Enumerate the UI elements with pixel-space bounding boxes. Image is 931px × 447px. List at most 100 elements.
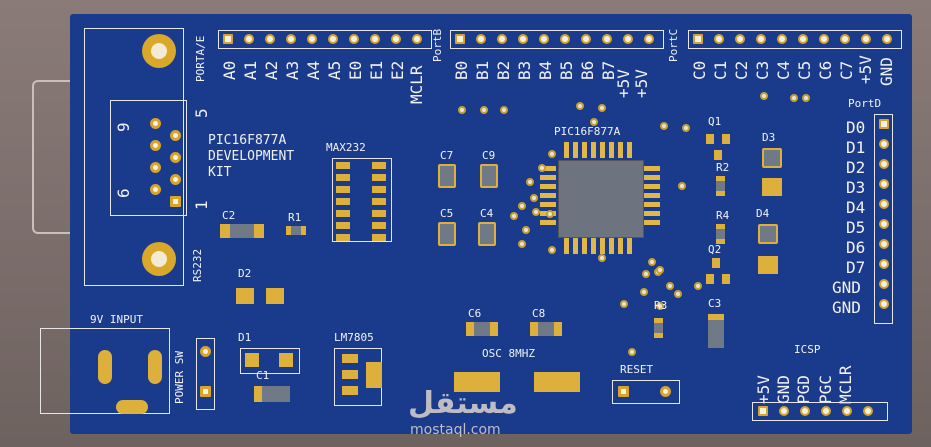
oscillator-pad-right — [534, 372, 580, 392]
c8-label: C8 — [532, 307, 546, 320]
icsp-pin-label: MCLR — [836, 365, 855, 404]
db9-pin — [170, 152, 181, 163]
power-switch-pin — [200, 386, 211, 397]
portb-pin-label: B6 — [578, 60, 597, 80]
c3-capacitor — [708, 314, 724, 348]
c5-label: C5 — [440, 207, 454, 220]
portb-pin-label: B5 — [557, 60, 576, 80]
icsp-pin-label: GND — [774, 375, 793, 404]
porta-pin-label: MCLR — [407, 65, 426, 104]
q1-label: Q1 — [708, 115, 722, 128]
db9-outline — [84, 28, 184, 286]
porta-pin-label: A3 — [283, 60, 302, 80]
porta-pin-label: E0 — [346, 60, 365, 80]
portc-pin-label: GND — [877, 57, 896, 86]
porta-pin-label: A0 — [220, 60, 239, 80]
c2-label: C2 — [222, 209, 236, 222]
mcu-label: PIC16F877A — [554, 125, 621, 138]
icsp-pin-label: +5V — [754, 375, 773, 404]
c1-capacitor — [254, 386, 290, 402]
db9-pin — [170, 130, 181, 141]
portb-header — [450, 30, 664, 49]
db9-mount-hole-top — [142, 34, 176, 68]
r4-resistor — [716, 224, 725, 244]
db9-mount-hole-bottom — [142, 242, 176, 276]
db9-label-1: 1 — [192, 200, 211, 210]
portb-pin-label: B1 — [473, 60, 492, 80]
icsp-label: ICSP — [794, 343, 821, 356]
portd-pin-label: GND — [832, 278, 861, 297]
db9-cable-outline — [32, 80, 94, 234]
portd-pin-label: D7 — [846, 258, 866, 277]
portd-name: PortD — [848, 97, 882, 110]
reset-label: RESET — [620, 363, 654, 376]
d4-label: D4 — [756, 207, 770, 220]
watermark-latin: mostaql.com — [410, 422, 501, 438]
c6-label: C6 — [468, 307, 482, 320]
portc-pin-label: C6 — [816, 60, 835, 80]
portd-header — [874, 114, 893, 324]
power-switch-pin — [200, 346, 211, 357]
db9-pin — [150, 118, 161, 129]
r1-resistor — [286, 226, 306, 235]
porta-name: PORTA/E — [194, 35, 207, 82]
c5-capacitor — [438, 222, 456, 246]
c7-capacitor — [438, 164, 456, 188]
portb-pin-label: B4 — [536, 60, 555, 80]
max232-label: MAX232 — [326, 141, 366, 154]
rs232-label: RS232 — [191, 248, 204, 282]
portc-pin-label: C7 — [837, 60, 856, 80]
portd-pin-label: D2 — [846, 158, 866, 177]
portb-pin-label: +5V — [632, 69, 651, 98]
portc-pin-label: C1 — [711, 60, 730, 80]
portc-pin-label: C2 — [732, 60, 751, 80]
db9-pin — [150, 140, 161, 151]
power-jack-outline — [40, 328, 170, 414]
c3-label: C3 — [708, 297, 722, 310]
db9-inner-outline — [110, 100, 187, 216]
r3-resistor — [654, 318, 663, 338]
porta-pin-label: A4 — [304, 60, 323, 80]
porta-pin-label: A1 — [241, 60, 260, 80]
portb-pin-label: +5V — [614, 69, 633, 98]
portc-pin-label: C3 — [753, 60, 772, 80]
portc-pin-label: +5V — [856, 55, 875, 84]
c6-capacitor — [466, 322, 498, 336]
power-switch-label: POWER SW — [173, 351, 186, 404]
portd-pin-label: D5 — [846, 218, 866, 237]
board-title-line-3: KIT — [208, 165, 232, 180]
portd-pin-label: D1 — [846, 138, 866, 157]
d1-label: D1 — [238, 331, 252, 344]
portb-pin-label: B0 — [452, 60, 471, 80]
r4-label: R4 — [716, 209, 730, 222]
portd-pin-label: D3 — [846, 178, 866, 197]
portc-header — [688, 30, 902, 49]
portd-pin-label: D6 — [846, 238, 866, 257]
r2-label: R2 — [716, 161, 730, 174]
portc-pin-label: C4 — [774, 60, 793, 80]
max232-outline — [332, 158, 392, 242]
regulator-label: LM7805 — [334, 331, 374, 344]
reset-pin — [660, 386, 671, 397]
db9-pin — [170, 174, 181, 185]
db9-pin — [150, 184, 161, 195]
c4-label: C4 — [480, 207, 494, 220]
porta-pin-label: E1 — [367, 60, 386, 80]
d2-label: D2 — [238, 267, 252, 280]
portc-name: PortC — [667, 28, 680, 62]
porta-pin-label: A5 — [325, 60, 344, 80]
mcu-chip — [558, 160, 644, 238]
portc-pin-label: C5 — [795, 60, 814, 80]
board-title-line-2: DEVELOPMENT — [208, 149, 295, 164]
oscillator-pad-left — [454, 372, 500, 392]
reset-button[interactable] — [612, 380, 680, 404]
icsp-header — [752, 402, 888, 421]
r2-resistor — [716, 176, 725, 196]
power-input-label: 9V INPUT — [90, 313, 143, 326]
d3-label: D3 — [762, 131, 776, 144]
power-switch[interactable] — [196, 338, 215, 410]
r1-label: R1 — [288, 211, 302, 224]
db9-label-9: 9 — [114, 122, 133, 132]
c4-capacitor — [478, 222, 496, 246]
porta-header — [218, 30, 432, 49]
